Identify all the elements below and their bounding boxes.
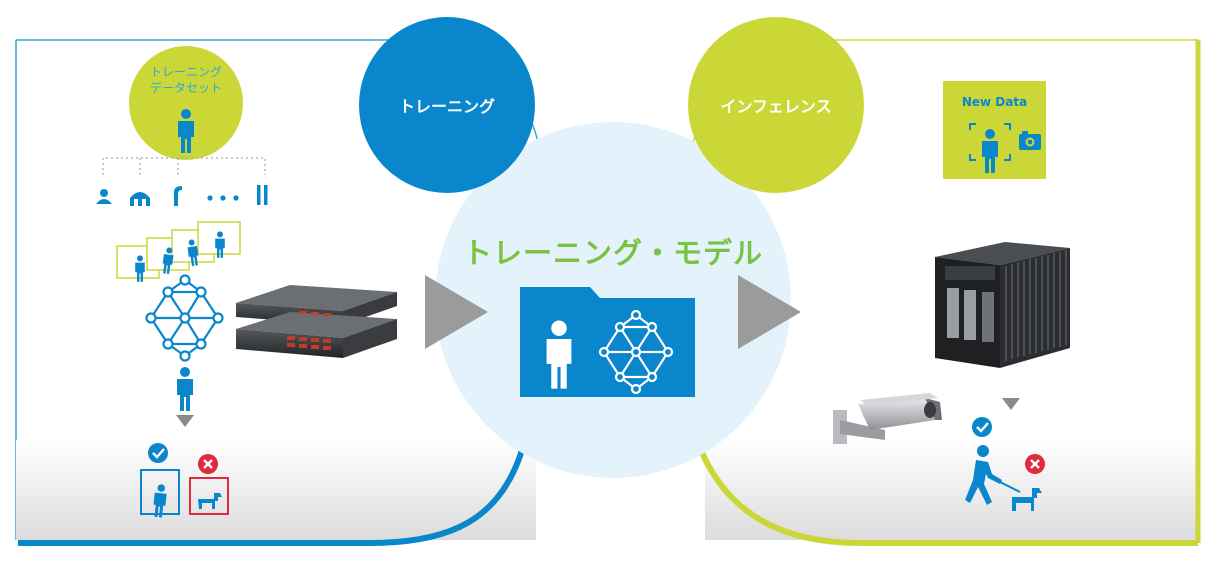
training-bottom-curve: [18, 449, 525, 546]
neural-network-icon: [598, 309, 674, 395]
legs-icon: [257, 185, 261, 205]
training-panel: [15, 39, 541, 546]
neural-network-icon: [145, 274, 224, 362]
check-icon: [148, 443, 168, 463]
security-camera-icon: [833, 393, 942, 444]
cross-icon: [198, 454, 218, 474]
folder-icon: [520, 287, 695, 397]
arm-icon: [174, 186, 182, 206]
arrow-right-icon: [738, 275, 801, 349]
triangle-down-icon: [1002, 398, 1020, 410]
dataset-label-line1: トレーニング: [149, 65, 222, 79]
model-title: トレーニング・モデル: [462, 236, 763, 270]
focus-brackets: [969, 123, 1011, 161]
inference-circle: [688, 17, 864, 193]
pose-frames: [116, 221, 241, 282]
dog-icon: [198, 493, 222, 509]
body-parts-icons: [96, 185, 268, 206]
training-circle: [359, 17, 535, 193]
dataset-label-line2: データセット: [149, 81, 222, 95]
dataset-tree: [102, 148, 266, 175]
head-icon: [100, 189, 108, 197]
inference-bottom-curve: [697, 446, 1198, 546]
rejected-box: [189, 477, 229, 515]
torso-icon: [130, 192, 150, 206]
cross-icon: [1025, 454, 1045, 474]
inference-circle-label: インフェレンス: [720, 97, 832, 116]
triangle-down-icon: [176, 415, 194, 427]
industrial-pc-icon: [935, 242, 1070, 368]
inference-floor: [705, 440, 1198, 540]
new-data-label: New Data: [961, 95, 1028, 109]
server-icon: [236, 285, 397, 358]
arrow-right-icon: [425, 275, 488, 349]
training-floor: [16, 440, 536, 540]
person-icon: [177, 367, 193, 411]
training-circle-label: トレーニング: [398, 97, 495, 116]
dataset-circle: [129, 46, 243, 160]
check-icon: [972, 417, 992, 437]
person-walking-dog-icon: [965, 445, 1042, 511]
inference-panel: [689, 39, 1201, 546]
camera-icon: [1019, 131, 1041, 150]
